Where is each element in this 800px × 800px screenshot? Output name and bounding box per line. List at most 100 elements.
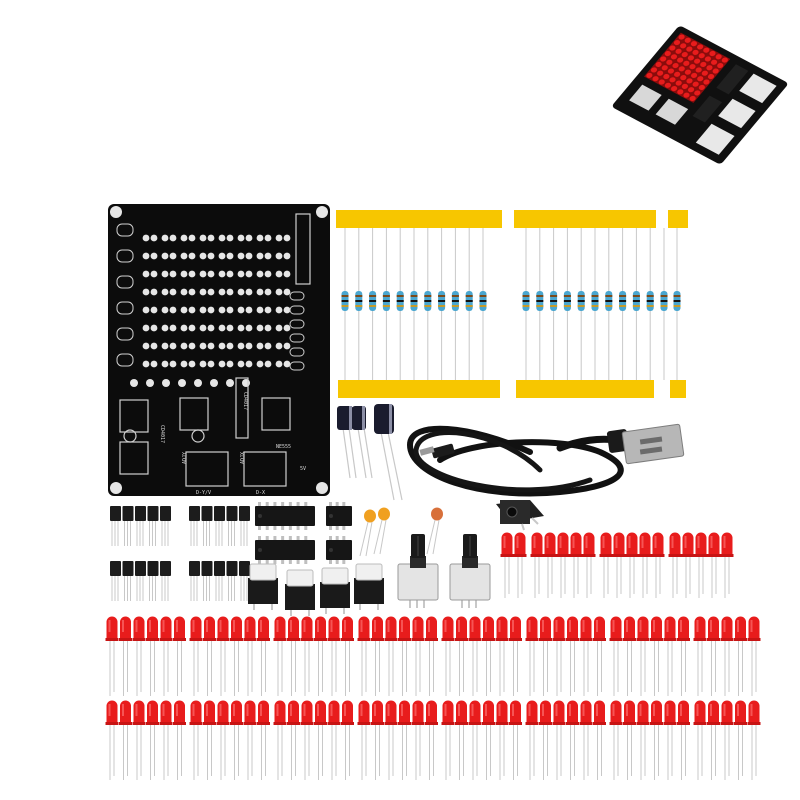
ic-pin: [335, 525, 339, 530]
potentiometer-body: [449, 563, 491, 601]
pcb-led-pad: [207, 324, 215, 332]
tactile-switch-body: [248, 578, 278, 604]
led-rim: [625, 554, 639, 557]
led-highlight: [533, 536, 536, 548]
pcb-led-pad: [161, 270, 169, 278]
led-highlight: [290, 620, 292, 632]
red-led: [342, 700, 353, 724]
pcb-pad: [226, 379, 234, 387]
transistor: [122, 506, 134, 521]
pcb-led-pad: [161, 234, 169, 242]
led-highlight: [360, 620, 363, 632]
pcb-led-pad: [199, 324, 207, 332]
led-rim: [720, 554, 734, 557]
led-rim: [509, 722, 522, 725]
led-rim: [132, 722, 146, 725]
red-led: [399, 700, 410, 724]
led-rim: [314, 638, 327, 641]
assembled-led: [703, 47, 710, 53]
red-led: [678, 616, 689, 640]
resistor-band: [465, 300, 473, 302]
pcb-led-pad: [161, 360, 169, 368]
tactile-switch-body: [285, 584, 315, 610]
resistor-band: [660, 305, 668, 307]
resistor-band: [563, 295, 571, 297]
pcb-led-pad: [237, 324, 245, 332]
assembled-led: [698, 84, 705, 91]
led-highlight: [680, 620, 682, 632]
led-highlight: [260, 620, 262, 632]
led-rim: [455, 722, 468, 725]
resistor-band: [591, 305, 599, 307]
pcb-led-pad: [169, 306, 177, 314]
ic-pin: [265, 502, 269, 507]
pcb-led-pad: [161, 306, 169, 314]
led-rim: [539, 722, 552, 725]
led-rim: [609, 638, 623, 641]
assembled-led: [677, 57, 684, 63]
pcb-led-pad: [264, 270, 272, 278]
led-rim: [105, 638, 119, 641]
led-rim: [663, 638, 677, 641]
assembled-ic: [716, 64, 749, 95]
pcb-led-pad: [150, 324, 158, 332]
ic-pin: [342, 559, 346, 564]
resistor-band: [451, 300, 459, 302]
pcb-led-pad: [180, 234, 188, 242]
assembled-led: [684, 37, 691, 43]
resistor-tape-top: [336, 210, 502, 228]
red-led: [442, 616, 454, 640]
pcb-led-pad: [218, 360, 226, 368]
led-rim: [651, 554, 665, 557]
transistor: [147, 506, 159, 521]
pcb-led-pad: [237, 234, 245, 242]
red-led: [456, 700, 467, 724]
led-highlight: [428, 704, 430, 716]
assembled-pot: [655, 98, 689, 125]
red-led: [526, 700, 538, 724]
ic-pin: [281, 559, 285, 564]
pcb-led-pad: [150, 234, 158, 242]
pcb-led-pad: [150, 288, 158, 296]
ic-notch: [258, 548, 262, 552]
pcb-label-chip-a: CD4017: [159, 425, 165, 443]
pcb-resistor-pad: [289, 305, 305, 315]
red-led: [626, 532, 638, 556]
ic-pin: [288, 536, 292, 541]
led-highlight: [503, 536, 506, 548]
resistor-band: [550, 300, 558, 302]
red-led: [483, 700, 494, 724]
led-rim: [384, 638, 398, 641]
led-highlight: [176, 704, 178, 716]
pcb-led-pad: [218, 270, 226, 278]
led-rim: [468, 722, 482, 725]
assembled-led: [710, 59, 718, 65]
resistor-band: [451, 305, 459, 307]
resistor-band: [424, 295, 432, 297]
red-led: [244, 700, 256, 724]
pcb-led-pad: [245, 342, 253, 350]
led-highlight: [542, 620, 544, 632]
resistor-strips: [336, 210, 688, 398]
pcb-led-pad: [180, 252, 188, 260]
resistor-band: [410, 300, 418, 302]
led-highlight: [737, 704, 739, 716]
led-rim: [650, 722, 663, 725]
resistor-band: [451, 295, 459, 297]
led-rim: [525, 638, 539, 641]
dip-ic: [255, 540, 315, 560]
led-rim: [159, 722, 173, 725]
ic-pin: [296, 536, 300, 541]
transistor: [160, 506, 171, 521]
led-rim: [411, 638, 425, 641]
pcb-led-pad: [150, 270, 158, 278]
pcb-led-pad: [275, 306, 283, 314]
led-highlight: [276, 620, 279, 632]
pcb-led-pad: [237, 306, 245, 314]
assembled-led: [652, 76, 659, 82]
tactile-switch-button: [286, 569, 314, 587]
assembled-led: [672, 63, 679, 69]
ic-pin: [258, 559, 261, 564]
led-highlight: [696, 704, 699, 716]
pcb-led-pad: [161, 342, 169, 350]
